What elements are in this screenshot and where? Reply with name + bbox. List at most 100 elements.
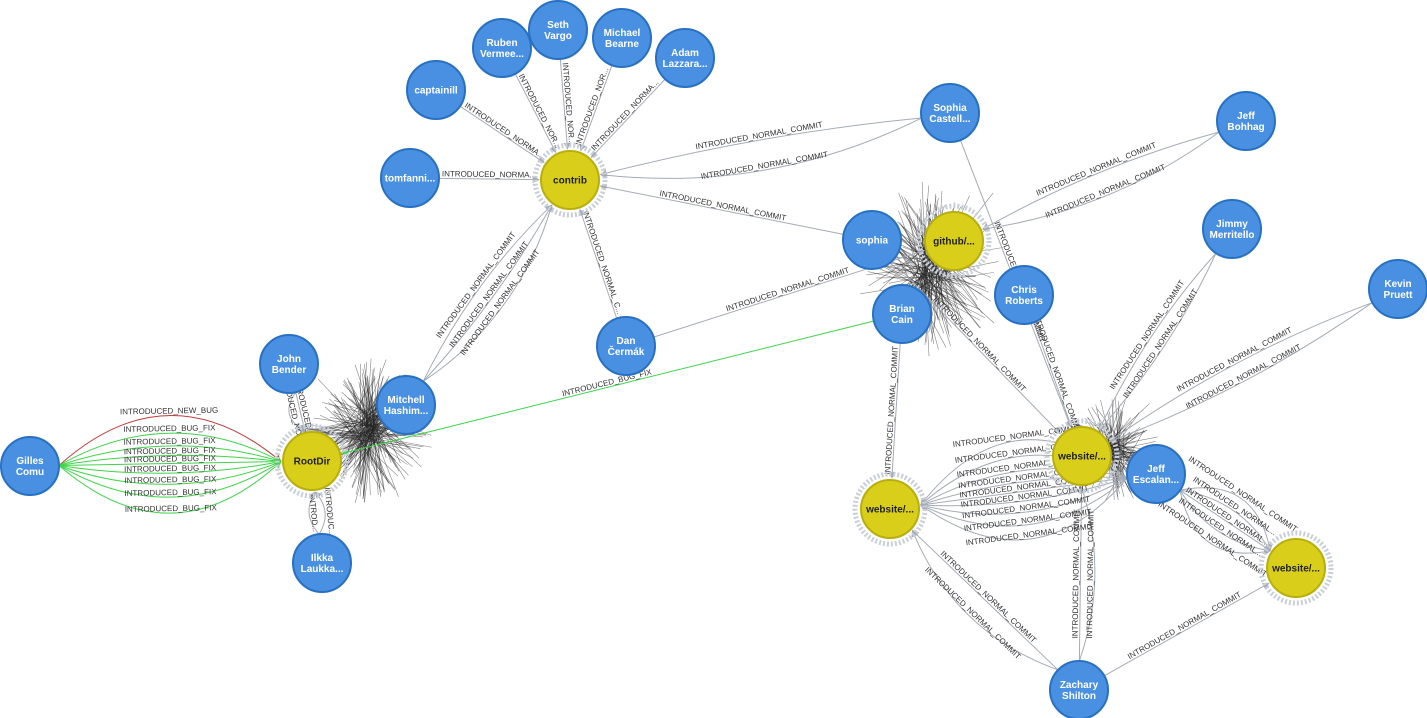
node-label: Bearne: [605, 39, 639, 50]
edge-normal[interactable]: [1078, 486, 1086, 662]
edge-new-bug[interactable]: [58, 415, 282, 466]
edge-normal[interactable]: [888, 342, 901, 479]
edge-normal[interactable]: [1033, 322, 1073, 428]
edge-normal[interactable]: [438, 176, 540, 184]
file-node-web3[interactable]: website/...: [1258, 530, 1334, 606]
person-node-circle[interactable]: [1126, 444, 1186, 504]
person-node-circle[interactable]: [1216, 91, 1276, 151]
edge-normal[interactable]: [578, 208, 618, 319]
file-node-circle[interactable]: [1052, 426, 1112, 486]
edge-bug-fix[interactable]: [58, 460, 282, 485]
edge-normal[interactable]: [559, 58, 571, 150]
edge-normal[interactable]: [891, 260, 1061, 435]
person-node-circle[interactable]: [528, 0, 588, 60]
edge-normal[interactable]: [1098, 252, 1217, 431]
person-node-circle[interactable]: [1368, 259, 1427, 319]
edge-normal[interactable]: [579, 65, 613, 152]
edge-normal[interactable]: [981, 131, 1220, 232]
edge-normal[interactable]: [911, 529, 1059, 671]
edge-normal[interactable]: [920, 477, 1128, 515]
edge-normal[interactable]: [422, 204, 553, 382]
file-node-contrib[interactable]: contrib: [532, 142, 608, 218]
edge-normal[interactable]: [459, 105, 545, 164]
edge-normal[interactable]: [599, 183, 844, 235]
edge-bug-fix[interactable]: [58, 461, 282, 498]
edge-normal[interactable]: [1179, 490, 1271, 556]
edge-normal[interactable]: [1180, 489, 1271, 552]
person-node-mitchell[interactable]: MitchellHashim...: [376, 375, 436, 435]
person-node-jeffesc[interactable]: JeffEscalan...: [1126, 444, 1186, 504]
edge-normal[interactable]: [1098, 252, 1217, 431]
person-node-circle[interactable]: [376, 375, 436, 435]
file-node-rootdir[interactable]: RootDir: [274, 423, 350, 499]
file-node-circle[interactable]: [540, 150, 600, 210]
person-node-ilkka[interactable]: IlkkaLaukka...: [292, 533, 352, 593]
edge-normal[interactable]: [422, 204, 553, 382]
edge-normal[interactable]: [1108, 302, 1373, 442]
person-node-circle[interactable]: [842, 210, 902, 270]
person-node-circle[interactable]: [596, 316, 656, 376]
edge-normal[interactable]: [1108, 302, 1373, 443]
edge-normal[interactable]: [422, 204, 554, 382]
person-node-adam[interactable]: AdamLazzara...: [655, 28, 715, 88]
person-node-captainill[interactable]: captainill: [406, 60, 466, 120]
edge-normal[interactable]: [982, 131, 1220, 230]
edge-bug-fix[interactable]: [58, 459, 282, 474]
person-node-circle[interactable]: [1202, 199, 1262, 259]
person-node-circle[interactable]: [259, 334, 319, 394]
person-node-circle[interactable]: [380, 148, 440, 208]
edge-normal[interactable]: [911, 529, 1059, 671]
edge-bug-fix[interactable]: [341, 320, 874, 456]
edge-bug-fix[interactable]: [58, 432, 282, 466]
edge-normal[interactable]: [1179, 489, 1271, 554]
edge-normal[interactable]: [1179, 489, 1271, 552]
person-node-circle[interactable]: [0, 436, 60, 496]
person-node-circle[interactable]: [472, 18, 532, 78]
person-node-circle[interactable]: [592, 8, 652, 68]
edge-normal[interactable]: [920, 477, 1128, 527]
edge-normal[interactable]: [599, 117, 922, 177]
person-node-circle[interactable]: [872, 284, 932, 344]
person-node-circle[interactable]: [406, 60, 466, 120]
person-node-circle[interactable]: [920, 83, 980, 143]
edge-normal[interactable]: [920, 477, 1128, 541]
edge-bug-fix[interactable]: [58, 454, 282, 466]
edge-normal[interactable]: [590, 78, 666, 158]
file-node-web2[interactable]: website/...: [852, 471, 928, 547]
edge-normal[interactable]: [599, 117, 922, 179]
edge-bug-fix[interactable]: [58, 445, 282, 466]
file-node-circle[interactable]: [282, 431, 342, 491]
person-node-circle[interactable]: [655, 28, 715, 88]
file-node-web1[interactable]: website/...: [1044, 418, 1120, 494]
file-node-circle[interactable]: [860, 479, 920, 539]
person-node-circle[interactable]: [994, 265, 1054, 325]
person-node-sophia[interactable]: sophia: [842, 210, 902, 270]
person-node-circle[interactable]: [292, 533, 352, 593]
person-node-tomfanni[interactable]: tomfanni...: [380, 148, 440, 208]
edge-normal[interactable]: [1179, 487, 1273, 552]
file-node-circle[interactable]: [924, 211, 984, 271]
person-node-ruben[interactable]: RubenVermee...: [472, 18, 532, 78]
person-node-sophiac[interactable]: SophiaCastell...: [920, 83, 980, 143]
file-node-circle[interactable]: [1266, 538, 1326, 598]
edge-normal[interactable]: [514, 73, 557, 154]
file-node-github[interactable]: github/...: [916, 203, 992, 279]
person-node-circle[interactable]: [1049, 660, 1109, 718]
edge-normal[interactable]: [1104, 582, 1270, 677]
edge-normal[interactable]: [1078, 486, 1096, 662]
edge-bug-fix[interactable]: [58, 461, 282, 514]
edge-normal[interactable]: [920, 477, 1128, 508]
edge-bug-fix[interactable]: [58, 458, 282, 466]
